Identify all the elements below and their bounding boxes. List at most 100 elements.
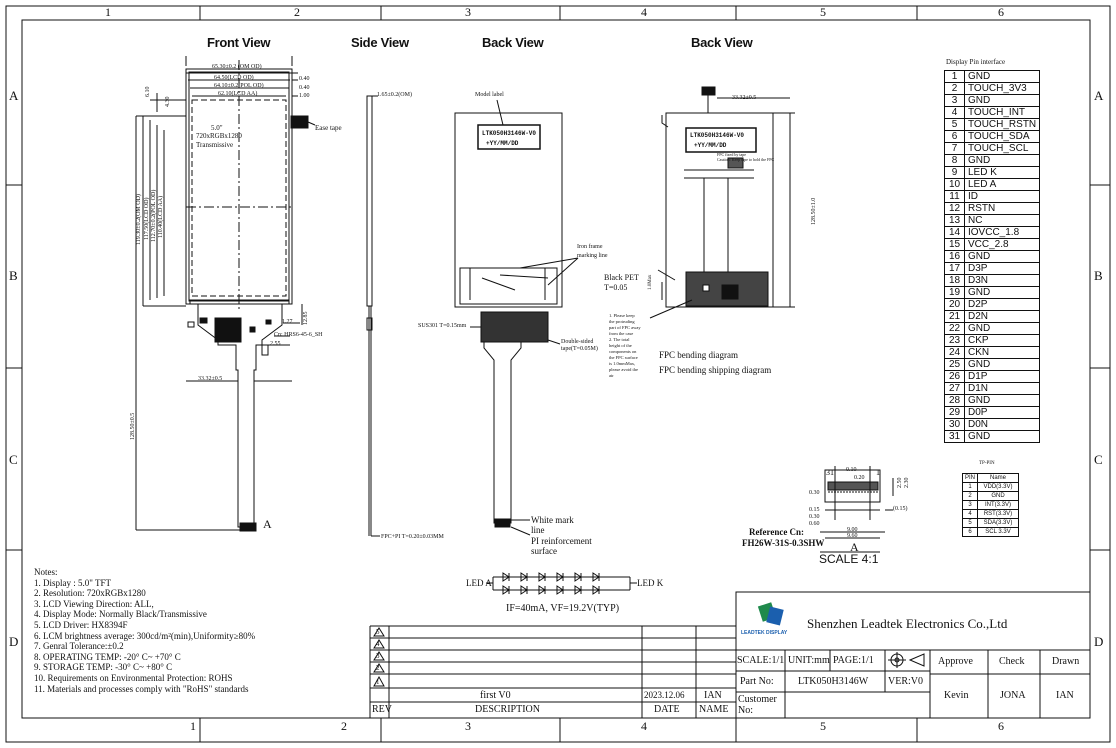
rev-mark-2: 2 xyxy=(376,664,380,672)
pin-signal: GND xyxy=(963,358,1041,371)
pin-interface-title: Display Pin interface xyxy=(946,58,1006,66)
pin-signal: GND xyxy=(963,94,1041,107)
fpc-bending-ship-label: FPC bending shipping diagram xyxy=(659,365,772,375)
front-dim-right-3: 1.00 xyxy=(299,93,310,99)
rev-mark-4: 4 xyxy=(376,640,380,648)
tb-drawn: Drawn xyxy=(1052,656,1080,667)
tp-pin-number: 4 xyxy=(961,509,979,519)
pin-signal: GND xyxy=(963,250,1041,263)
note-item: 11. Materials and processes comply with … xyxy=(34,683,249,694)
pin-signal: RSTN xyxy=(963,202,1041,215)
front-dim-left-4: 110.40(LCD AA) xyxy=(158,195,164,238)
connector-dim-060: 0.60 xyxy=(809,521,820,527)
pin-number: 29 xyxy=(944,406,965,419)
display-resolution: 720xRGBx1280 xyxy=(196,132,242,140)
iron-frame-label: Iron frame marking line xyxy=(577,244,608,259)
col-label-2: 2 xyxy=(294,5,300,19)
row-label-a: A xyxy=(9,88,19,103)
pin-signal: D3N xyxy=(963,274,1041,287)
front-dim-127: 1.27 xyxy=(282,319,293,325)
tp-pin-name: RST(3.3V) xyxy=(977,509,1020,519)
front-dim-top-1: 65.30±0.2 (OM OD) xyxy=(212,64,262,70)
tp-pin-number: 6 xyxy=(961,527,979,537)
pin-signal: D1P xyxy=(963,370,1041,383)
pin-signal: TOUCH_INT xyxy=(963,106,1041,119)
front-dim-1285: 12.85 xyxy=(303,311,309,326)
pin-signal: GND xyxy=(963,154,1041,167)
notes-title: Notes: xyxy=(34,567,58,577)
black-pet-label: Black PET T=0.05 xyxy=(604,273,639,292)
note-item: 4. Display Mode: Normally Black/Transmis… xyxy=(34,609,207,620)
pin-number: 28 xyxy=(944,394,965,407)
connector-dim-030b: 0.30 xyxy=(809,514,820,520)
led-diodes xyxy=(502,572,600,595)
front-view-drawing xyxy=(135,56,316,532)
inner-border xyxy=(21,19,1091,719)
connector-detail-drawing xyxy=(820,466,894,553)
row-label-c: C xyxy=(9,452,18,467)
tp-pin-name: INT(3.3V) xyxy=(977,500,1020,510)
front-dim-left-1: 119.30±0.2(OM OD) xyxy=(136,194,142,245)
tp-pin-name: SDA(3.3V) xyxy=(977,518,1020,528)
row-label-c-right: C xyxy=(1094,452,1103,467)
pin-number: 22 xyxy=(944,322,965,335)
pin-signal: TOUCH_SCL xyxy=(963,142,1041,155)
led-k-label: LED K xyxy=(637,578,664,588)
led-circuit-drawing xyxy=(486,576,637,591)
connector-dim-230: 2.30 xyxy=(904,477,910,489)
pin-signal: GND xyxy=(963,430,1041,443)
revision-table-lines xyxy=(369,625,736,718)
led-spec: IF=40mA, VF=19.2V(TYP) xyxy=(506,603,620,614)
projection-symbol xyxy=(888,652,925,668)
pin-number: 14 xyxy=(944,226,965,239)
pin-number: 6 xyxy=(944,130,965,143)
col-label-5: 5 xyxy=(820,5,826,19)
model-label-title: Model label xyxy=(475,92,504,98)
tb-ver: VER:V0 xyxy=(888,676,923,687)
title-block-lines xyxy=(735,591,1091,719)
rev-first-desc: first V0 xyxy=(480,690,511,701)
side-fpc-thickness: FPC+PI T=0.20±0.03MM xyxy=(381,534,444,540)
tb-part-no: LTK050H3146W xyxy=(798,676,869,687)
col-label-5-bottom: 5 xyxy=(820,719,826,733)
display-mode: Transmissive xyxy=(196,141,234,149)
pin-number: 21 xyxy=(944,310,965,323)
company-name: Shenzhen Leadtek Electronics Co.,Ltd xyxy=(807,616,1008,631)
pin-number: 15 xyxy=(944,238,965,251)
rev-header-name: NAME xyxy=(699,704,729,715)
col-label-4-bottom: 4 xyxy=(641,719,647,733)
front-view-title: Front View xyxy=(207,35,271,50)
pin-signal: GND xyxy=(963,394,1041,407)
side-view-drawing xyxy=(366,95,380,537)
front-connector-label: Cn: HRS6-45-6_SH xyxy=(274,332,323,338)
rev-header-rev: REV xyxy=(372,704,392,715)
pin-signal: ID xyxy=(963,190,1041,203)
connector-view-letter: A xyxy=(850,540,859,554)
note-item: 1. Display : 5.0" TFT xyxy=(34,577,112,588)
pin-signal: GND xyxy=(963,70,1041,83)
back2-dim-right: 128.50±1.0 xyxy=(811,197,817,225)
rev-first-name: IAN xyxy=(704,690,722,701)
pin-number: 27 xyxy=(944,382,965,395)
row-label-d-right: D xyxy=(1094,634,1104,649)
front-dim-fpc-width: 33.32±0.5 xyxy=(198,376,223,382)
pin-number: 7 xyxy=(944,142,965,155)
note-item: 10. Requirements on Environmental Protec… xyxy=(34,672,233,683)
note-item: 5. LCD Driver: HX8394F xyxy=(34,619,128,630)
rev-header-desc: DESCRIPTION xyxy=(475,704,541,715)
connector-dim-250: 2.50 xyxy=(897,477,903,489)
